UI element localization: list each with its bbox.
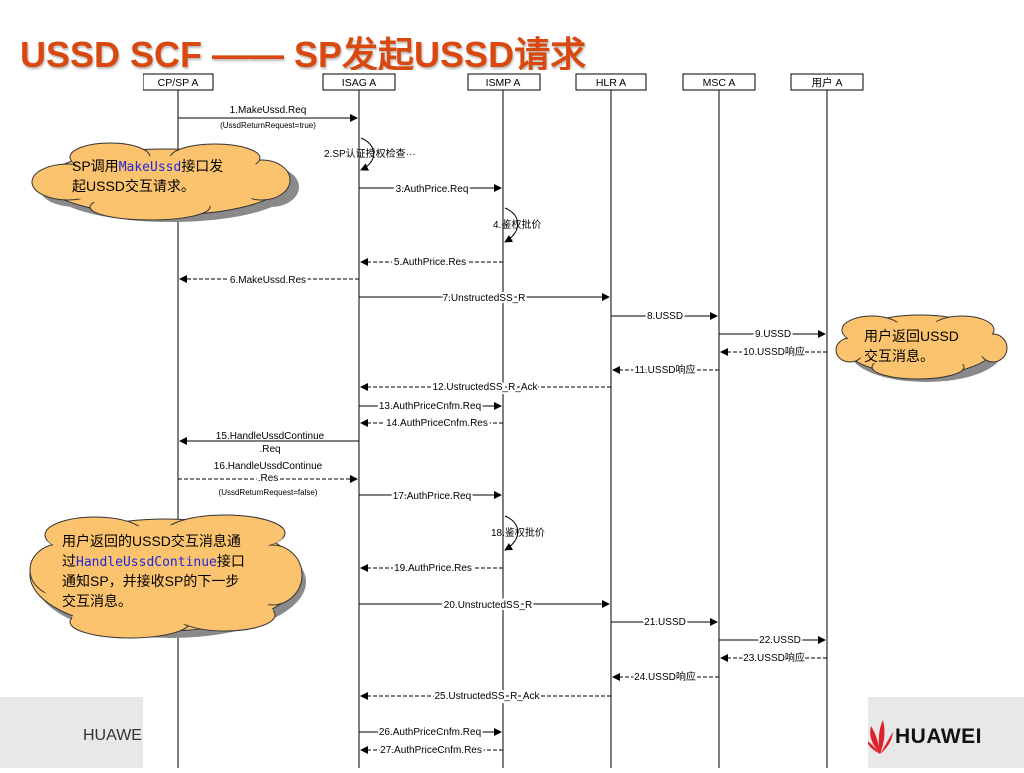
- callout3-line4: 交互消息。: [62, 593, 132, 609]
- participant-cpsp: CP/SP A: [142, 73, 214, 91]
- message-label-16-suffix: .Res: [258, 473, 279, 484]
- message-label-3: 3.AuthPrice.Req: [396, 184, 469, 195]
- message-label-21: 21.USSD: [644, 617, 686, 628]
- message-label-20: 20.UnstructedSS_R: [444, 600, 532, 611]
- slide-title: USSD SCF —— SP发起USSD请求: [20, 34, 587, 75]
- callout2-line1: 用户返回USSD: [864, 328, 959, 344]
- svg-text:MSC A: MSC A: [703, 77, 736, 89]
- message-param-1: (UssdReturnRequest=true): [220, 121, 316, 130]
- message-param-16: (UssdReturnRequest=false): [219, 488, 318, 497]
- svg-text:ISAG A: ISAG A: [342, 77, 376, 89]
- svg-text:用户 A: 用户 A: [812, 76, 843, 89]
- message-label-5: 5.AuthPrice.Res: [394, 257, 466, 268]
- message-label-10: 10.USSD响应: [743, 345, 805, 358]
- huawei-petal-icon: [866, 720, 893, 754]
- sequence-diagram-panel: CP/SP A ISAG A ISMP A HLR A MSC A 用户 A 1…: [142, 70, 868, 768]
- message-label-9: 9.USSD: [755, 329, 791, 340]
- svg-text:ISMP A: ISMP A: [486, 77, 521, 89]
- message-label-19: 19.AuthPrice.Res: [394, 563, 472, 574]
- message-label-23: 23.USSD响应: [743, 651, 805, 664]
- participant-hlr: HLR A: [575, 73, 647, 91]
- callout2-line2: 交互消息。: [864, 348, 934, 364]
- message-label-25: 25.UstructedSS_R_Ack: [434, 691, 540, 702]
- message-label-16: 16.HandleUssdContinue: [214, 461, 323, 472]
- message-label-22: 22.USSD: [759, 635, 801, 646]
- lifelines: [177, 90, 828, 768]
- participant-msc: MSC A: [682, 73, 756, 91]
- message-label-18: 18.鉴权批价: [491, 526, 545, 539]
- message-label-12: 12.UstructedSS_R_Ack: [432, 382, 538, 393]
- huawei-logo-text: HUAWEI: [895, 725, 982, 748]
- svg-text:CP/SP A: CP/SP A: [158, 77, 199, 89]
- message-arrow-2: [360, 137, 375, 171]
- message-label-8: 8.USSD: [647, 311, 683, 322]
- participant-ismp: ISMP A: [467, 73, 541, 91]
- svg-text:HLR A: HLR A: [596, 77, 626, 89]
- participant-isag: ISAG A: [322, 73, 396, 91]
- callout3-line2-a: 过: [62, 553, 76, 569]
- message-label-2: 2.SP认证授权检查···: [324, 147, 416, 160]
- message-label-14: 14.AuthPriceCnfm.Res: [386, 418, 488, 429]
- message-label-7: 7.UnstructedSS_R: [443, 293, 526, 304]
- message-label-13: 13.AuthPriceCnfm.Req: [379, 401, 481, 412]
- message-label-15: 15.HandleUssdContinue: [216, 431, 325, 442]
- message-label-4: 4.鉴权批价: [493, 218, 541, 231]
- message-label-27: 27.AuthPriceCnfm.Res: [380, 745, 482, 756]
- message-label-26: 26.AuthPriceCnfm.Req: [379, 727, 481, 738]
- message-arrow-4: [504, 207, 519, 243]
- message-label-1: 1.MakeUssd.Req: [230, 105, 307, 116]
- footer-company-text: HUAWE: [83, 727, 142, 744]
- callout1-line1-a: SP调用: [72, 158, 119, 174]
- message-label-11: 11.USSD响应: [635, 363, 696, 376]
- message-arrow-18: [504, 515, 519, 551]
- message-label-24: 24.USSD响应: [634, 670, 696, 683]
- sequence-diagram: CP/SP A ISAG A ISMP A HLR A MSC A 用户 A 1…: [142, 73, 864, 768]
- message-label-17: 17.AuthPrice.Req: [393, 491, 471, 502]
- participant-user: 用户 A: [790, 73, 864, 91]
- huawei-logo: HUAWEI: [865, 714, 995, 758]
- message-label-15-suffix: .Req: [259, 444, 280, 455]
- message-label-6: 6.MakeUssd.Res: [230, 275, 306, 286]
